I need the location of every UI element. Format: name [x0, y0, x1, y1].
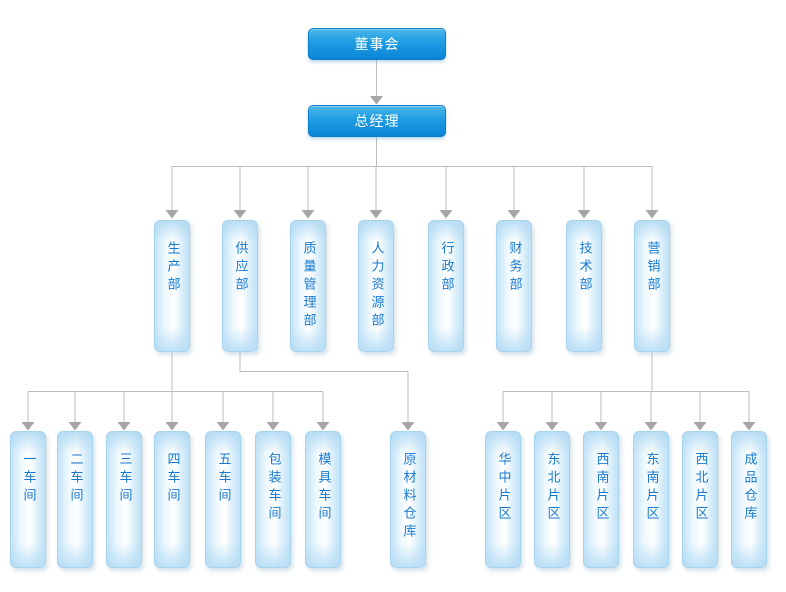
node-label: 二车间	[67, 452, 83, 506]
org-node-workshop-4[interactable]: 四车间	[154, 431, 190, 568]
org-node-admin-dept[interactable]: 行政部	[428, 220, 464, 352]
node-label: 五车间	[215, 452, 231, 506]
org-node-mold-workshop[interactable]: 模具车间	[305, 431, 341, 568]
node-label: 东北片区	[544, 452, 560, 524]
node-label: 三车间	[116, 452, 132, 506]
node-label: 包装车间	[265, 452, 281, 524]
org-node-workshop-1[interactable]: 一车间	[10, 431, 46, 568]
org-node-marketing-dept[interactable]: 营销部	[634, 220, 670, 352]
node-label: 模具车间	[315, 452, 331, 524]
org-node-finished-goods-warehouse[interactable]: 成品仓库	[731, 431, 767, 568]
node-label: 东南片区	[643, 452, 659, 524]
org-node-northeast-region[interactable]: 东北片区	[534, 431, 570, 568]
org-node-workshop-3[interactable]: 三车间	[106, 431, 142, 568]
node-label: 华中片区	[495, 452, 511, 524]
node-label: 原材料仓库	[400, 452, 416, 542]
org-node-central-china-region[interactable]: 华中片区	[485, 431, 521, 568]
org-node-quality-dept[interactable]: 质量管理部	[290, 220, 326, 352]
org-node-workshop-5[interactable]: 五车间	[205, 431, 241, 568]
node-label: 质量管理部	[300, 241, 316, 331]
org-node-board[interactable]: 董事会	[308, 28, 446, 60]
node-label: 财务部	[506, 241, 522, 295]
node-label: 一车间	[20, 452, 36, 506]
node-label: 四车间	[164, 452, 180, 506]
node-label: 技术部	[576, 241, 592, 295]
node-label: 人力资源部	[368, 241, 384, 331]
org-node-southeast-region[interactable]: 东南片区	[633, 431, 669, 568]
org-node-packing-workshop[interactable]: 包装车间	[255, 431, 291, 568]
org-node-workshop-2[interactable]: 二车间	[57, 431, 93, 568]
node-label: 营销部	[644, 241, 660, 295]
node-label: 西北片区	[692, 452, 708, 524]
org-node-general-manager[interactable]: 总经理	[308, 105, 446, 137]
org-node-hr-dept[interactable]: 人力资源部	[358, 220, 394, 352]
org-node-raw-material-warehouse[interactable]: 原材料仓库	[390, 431, 426, 568]
node-label: 供应部	[232, 241, 248, 295]
node-label: 成品仓库	[741, 452, 757, 524]
node-label: 西南片区	[593, 452, 609, 524]
org-node-southwest-region[interactable]: 西南片区	[583, 431, 619, 568]
org-node-supply-dept[interactable]: 供应部	[222, 220, 258, 352]
org-node-northwest-region[interactable]: 西北片区	[682, 431, 718, 568]
node-label: 行政部	[438, 241, 454, 295]
org-node-finance-dept[interactable]: 财务部	[496, 220, 532, 352]
node-label: 生产部	[164, 241, 180, 295]
org-node-tech-dept[interactable]: 技术部	[566, 220, 602, 352]
org-node-production-dept[interactable]: 生产部	[154, 220, 190, 352]
